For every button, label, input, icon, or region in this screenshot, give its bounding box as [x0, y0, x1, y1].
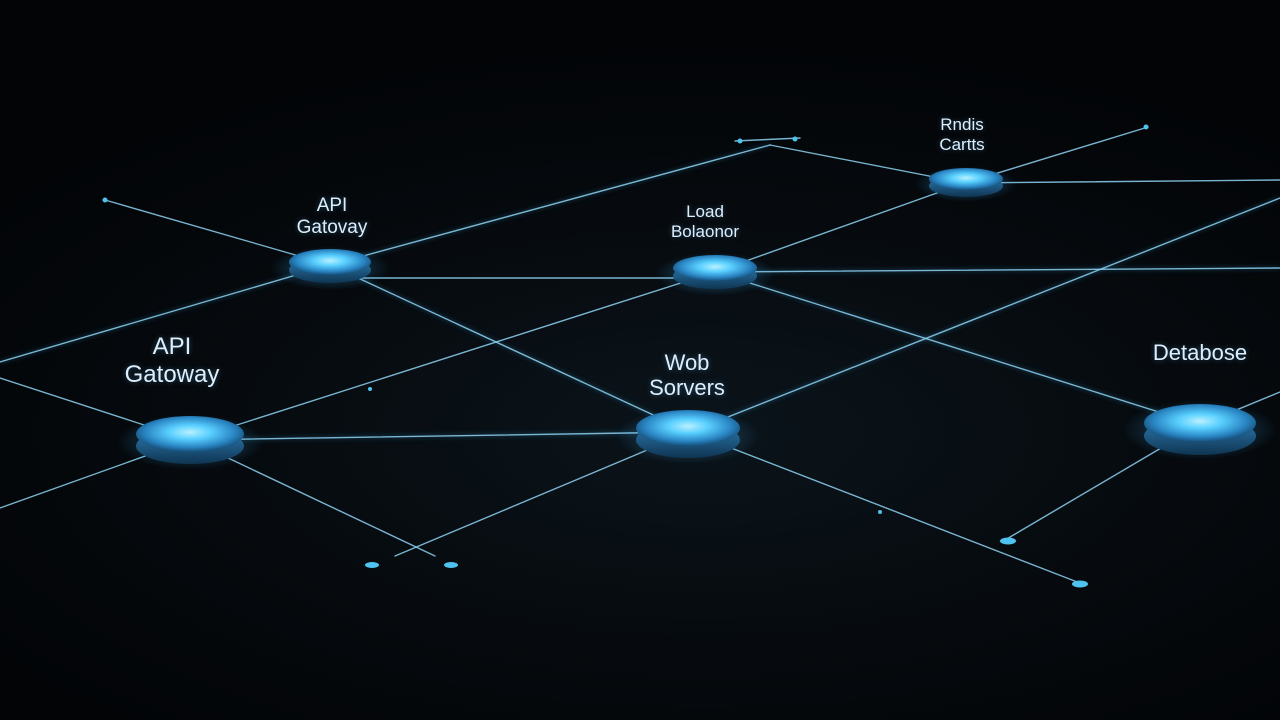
- node-label-line: API: [152, 333, 192, 360]
- node-label-line: Sorvers: [649, 375, 725, 401]
- link-apigw-large-to-webservers: [189, 431, 691, 441]
- node-label-load-balancer: Load Bolaonor: [645, 202, 765, 241]
- node-label-web-servers: Wob Sorvers: [612, 350, 762, 401]
- node-gateway-large-disk: [116, 414, 264, 470]
- node-gateway-small-disk: [270, 246, 390, 290]
- endpoint-dot: [102, 197, 108, 203]
- node-label-line: Wob: [664, 350, 710, 375]
- link-gateway-to-top-hub: [329, 144, 771, 266]
- link-loadbalancer-to-apigw-large: [189, 271, 716, 441]
- node-webservers-disk: [616, 408, 760, 464]
- endpoint-dot: [365, 562, 379, 568]
- node-label-line: Cartts: [939, 134, 985, 154]
- link-loadbalancer-to-redis: [714, 182, 966, 273]
- link-top-hub-left: [734, 137, 801, 142]
- endpoint-dot: [737, 138, 743, 144]
- node-label-line: Rndis: [940, 115, 984, 134]
- node-label-line: Load: [686, 202, 724, 221]
- endpoint-dot: [1072, 580, 1088, 588]
- link-webservers-to-right: [689, 197, 1280, 433]
- endpoint-dot: [792, 136, 798, 142]
- link-webservers-to-bottomright: [689, 431, 1086, 586]
- node-label-line: Detabose: [1152, 340, 1248, 365]
- link-left-to-gateway: [0, 264, 331, 363]
- endpoint-dot: [368, 387, 372, 391]
- node-label-line: Gatoway: [124, 360, 220, 388]
- link-gateway-to-webservers: [329, 264, 691, 433]
- node-label-line: Gatovay: [296, 216, 368, 238]
- endpoint-dot: [444, 562, 458, 568]
- endpoint-dot: [1000, 537, 1016, 545]
- node-database-disk: [1122, 400, 1278, 460]
- node-loadbalancer-disk: [655, 252, 775, 296]
- node-label-api-gateway-small: API Gatovay: [272, 195, 392, 239]
- node-label-database: Detabose: [1125, 340, 1275, 365]
- link-loadbalancer-to-right: [714, 267, 1280, 273]
- node-label-line: Bolaonor: [670, 221, 740, 241]
- node-label-api-gateway-large: API Gatoway: [92, 333, 252, 388]
- link-loadbalancer-to-database: [714, 271, 1201, 426]
- link-endpoints: [102, 124, 1149, 588]
- endpoint-dot: [1143, 124, 1149, 130]
- endpoint-dot: [878, 510, 882, 514]
- node-label-line: API: [316, 195, 348, 216]
- node-label-redis-cache: Rndis Cartts: [912, 115, 1012, 154]
- node-redis-disk: [914, 166, 1018, 202]
